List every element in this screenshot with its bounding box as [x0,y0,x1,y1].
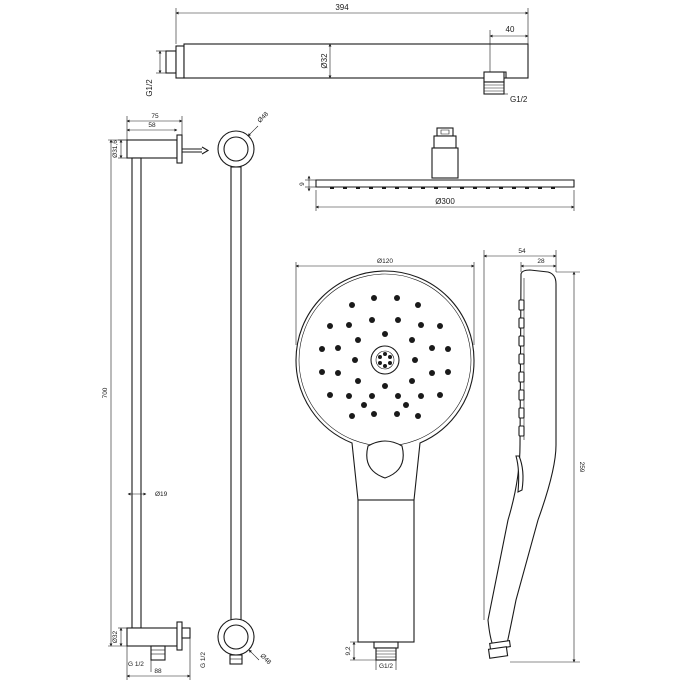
outlet-width-label: 88 [154,668,162,675]
rail-bottom-bracket [126,627,178,647]
rail-tube [131,157,142,629]
rail-dimensions: 75 58 Ø31,6 700 Ø19 Ø32 G 1/2 88 [102,113,191,680]
slide-rail-front [126,134,210,661]
hand-thread-collar [373,641,399,649]
head-plate [315,179,575,188]
head-nozzles [330,187,555,189]
hand-shower-side [487,269,557,659]
hand-side-thread [487,646,509,659]
shower-arm [165,43,529,95]
hand-handle [357,499,415,643]
bracket-diameter-label: Ø31,6 [112,140,119,158]
arm-tube [183,43,529,79]
side-dimensions: 54 28 259 [483,248,585,663]
bracket-round-label: Ø48 [256,111,270,125]
head-diameter-label: Ø300 [435,197,455,206]
side-width-1-label: 54 [518,248,526,255]
screw-icon [201,146,210,155]
hand-thread-length-label: 9,2 [345,646,352,655]
rail-outlet-connector [150,645,166,661]
head-height-label: 9 [299,182,306,186]
side-bottom-connector [229,654,243,665]
hand-side-body [487,269,557,649]
arm-length-label: 394 [335,3,349,12]
outlet-thread-label: G 1/2 [128,661,144,668]
rail-diameter-label: Ø19 [155,491,168,498]
rail-top-wall-plate [176,134,183,164]
side-width-2-label: 28 [537,258,545,265]
arm-dimensions: 394 40 Ø32 G1/2 G1/2 [145,3,529,104]
hand-spray-holes [319,295,451,419]
arm-outlet-nut [483,71,505,83]
rail-bottom-wall-plate [176,621,183,651]
head-dimensions: 9 Ø300 [299,175,575,211]
outlet-thread-2-label: G 1/2 [200,652,207,668]
hand-mode-button [366,440,404,479]
arm-wall-flange [165,50,177,74]
rail-bottom-nut [181,627,191,639]
arm-thread-right-label: G1/2 [510,95,528,104]
arm-thread-left-label: G1/2 [145,79,154,97]
rail-top-bracket [126,139,178,159]
arm-wall-plate [175,45,185,79]
outlet-diameter-label: Ø32 [112,630,119,643]
hand-diameter-label: Ø120 [377,258,393,265]
head-ball-joint [433,135,457,149]
arm-diameter-label: Ø32 [320,53,329,69]
hand-dimensions: Ø120 9,2 G1/2 [295,258,475,670]
side-length-label: 259 [578,462,585,473]
side-rail-tube [230,166,242,623]
hand-center-nozzle [370,345,400,375]
arm-tip-label: 40 [506,25,515,34]
outlet-round-label: Ø48 [259,652,273,666]
rain-shower-head [315,127,575,188]
hand-thread-label: G1/2 [379,663,393,670]
hand-shower-front [295,270,475,661]
bracket-width-1-label: 75 [151,113,159,120]
head-swivel-nut [436,127,454,137]
head-stem [431,147,459,179]
rail-height-label: 700 [102,387,109,398]
slide-rail-side [217,130,255,665]
bracket-width-2-label: 58 [148,122,156,129]
